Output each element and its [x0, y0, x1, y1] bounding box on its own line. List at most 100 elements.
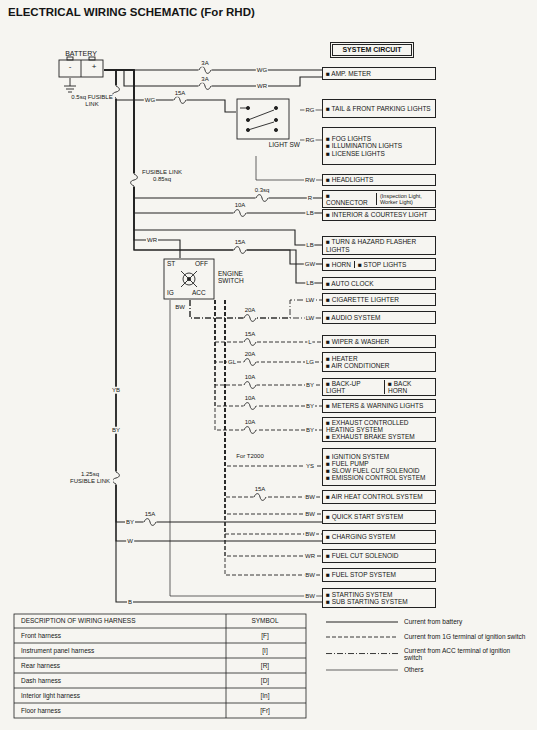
wire-note: 15A: [234, 239, 247, 246]
wire-color-code: BW: [304, 531, 316, 538]
legend-text: Others: [404, 666, 530, 673]
system-name: ■ AIR CONDITIONER: [326, 362, 432, 369]
legend-row: Current from battery: [326, 618, 532, 626]
system-name: SYSTEM CIRCUIT: [342, 46, 401, 54]
terminal-label: +: [90, 63, 98, 72]
wire-color-code: RG: [305, 137, 316, 144]
wire: [104, 69, 322, 70]
wire-note: FUSIBLE LINK 0.85sq: [138, 169, 186, 182]
legend-text: Current from ACC terminal of ignition sw…: [404, 647, 530, 662]
system-box: ■ WIPER & WASHER: [322, 335, 436, 348]
system-box: ■ QUICK START SYSTEM: [322, 510, 436, 524]
system-box: ■ CONNECTOR(Inspection Light, Worker Lig…: [322, 190, 436, 208]
wire-color-code: BW: [304, 572, 316, 579]
wire: [104, 70, 180, 258]
wire: [190, 300, 322, 318]
system-box: ■ HEADLIGHTS: [322, 174, 436, 186]
terminal-label: IG: [167, 289, 174, 296]
wire-color-code: LB: [305, 280, 314, 287]
system-box: ■ TURN & HAZARD FLASHER LIGHTS: [322, 236, 436, 255]
wire: [104, 70, 322, 283]
wire-color-code: LW: [305, 297, 316, 304]
wire-note: 10A: [244, 374, 257, 381]
system-name: ■ FUEL CUT SOLENOID: [326, 552, 432, 559]
wire-color-code: GW: [304, 261, 316, 268]
table-cell: [In]: [259, 692, 270, 699]
system-box: ■ CIGARETTE LIGHTER: [322, 293, 436, 306]
system-name: ■ HEATER: [326, 355, 432, 362]
system-name: ■ AUTO CLOCK: [326, 280, 432, 287]
wire-note: BW: [174, 304, 186, 311]
wire: [225, 300, 322, 466]
system-box: ■ FOG LIGHTS■ ILLUMINATION LIGHTS■ LICEN…: [322, 127, 436, 165]
wire: [104, 70, 322, 213]
system-name: ■ AMP. METER: [326, 70, 432, 77]
wire-note: 10A: [244, 419, 257, 426]
wire-note: 3A: [200, 76, 209, 83]
wire-color-code: LG: [305, 359, 315, 366]
system-box: ■ AMP. METER: [322, 67, 436, 80]
wire: [104, 70, 322, 541]
wire-color-code: WR: [256, 83, 268, 90]
table-cell: Front harness: [20, 632, 62, 639]
terminal-label: -: [66, 63, 74, 72]
wire-color-code: W: [126, 538, 134, 545]
system-name: ■ CONNECTOR: [326, 192, 373, 206]
wire: [225, 300, 322, 534]
battery: BATTERY-+: [58, 50, 104, 78]
wire-color-code: BY: [305, 382, 315, 389]
table-cell: [R]: [260, 662, 270, 669]
system-box: ■ AIR HEAT CONTROL SYSTEM: [322, 490, 436, 504]
system-name: ■ QUICK START SYSTEM: [326, 513, 432, 520]
wire: [225, 300, 322, 497]
wire-color-code: BW: [304, 511, 316, 518]
system-name: ■ SLOW FUEL CUT SOLENOID: [326, 467, 432, 474]
terminal-label: ST: [167, 260, 175, 267]
system-name: ■ STARTING SYSTEM: [326, 591, 432, 598]
wire: [225, 300, 322, 556]
wire-color-code: LB: [305, 242, 314, 249]
wire-color-code: RG: [305, 107, 316, 114]
table-cell: Dash harness: [20, 677, 62, 684]
table-cell: Floor harness: [20, 707, 62, 714]
table-cell: [F]: [260, 632, 270, 639]
wire-note: 1.25sq FUSIBLE LINK: [67, 471, 113, 484]
system-box: ■ HEATER■ AIR CONDITIONER: [322, 352, 436, 372]
wire-color-code: BW: [304, 593, 316, 600]
system-name: ■ WIPER & WASHER: [326, 338, 432, 345]
line-sample: [326, 650, 398, 658]
wire-note: 3A: [200, 60, 209, 67]
system-name: ■ AIR HEAT CONTROL SYSTEM: [326, 493, 432, 500]
wire-note: 15A: [174, 90, 187, 97]
header-box: SYSTEM CIRCUIT: [330, 42, 414, 58]
wire: [215, 300, 322, 406]
wire: [225, 300, 322, 575]
wire-note: GL: [227, 359, 237, 366]
ground-symbol: [64, 78, 76, 92]
system-name: ■ LICENSE LIGHTS: [326, 150, 432, 157]
legend-text: Current from 1G terminal of ignition swi…: [404, 633, 530, 640]
system-name: ■ EMISSION CONTROL SYSTEM: [326, 474, 432, 481]
system-name: ■ ILLUMINATION LIGHTS: [326, 142, 432, 149]
system-box: ■ INTERIOR & COURTESY LIGHT: [322, 209, 436, 221]
system-box: ■ EXHAUST CONTROLLED HEATING SYSTEM■ EXH…: [322, 417, 436, 442]
system-box: ■ STARTING SYSTEM■ SUB STARTING SYSTEM: [322, 588, 436, 608]
system-name: ■ BACK-UP LIGHT: [326, 380, 381, 394]
terminal-label: ENGINE SWITCH: [218, 270, 255, 284]
fuse-symbol: [113, 67, 269, 526]
table-cell: [I]: [261, 647, 268, 654]
table-cell: Interior light harness: [20, 692, 81, 699]
wire: [104, 70, 322, 264]
wire-note: 0.5sq FUSIBLE LINK: [69, 94, 115, 107]
system-name: ■ FUEL STOP SYSTEM: [326, 571, 432, 578]
wire: [104, 70, 322, 522]
table-cell: Rear harness: [20, 662, 61, 669]
wire-color-code: BY: [305, 403, 315, 410]
system-name: ■ FUEL PUMP: [326, 460, 432, 467]
light-switch: LIGHT SW: [236, 98, 300, 156]
wire: [170, 300, 322, 596]
system-name: ■ HORN: [326, 261, 351, 268]
wire-color-code: YS: [305, 463, 315, 470]
wire-color-code: WG: [256, 67, 268, 74]
system-name: ■ TAIL & FRONT PARKING LIGHTS: [326, 105, 432, 112]
